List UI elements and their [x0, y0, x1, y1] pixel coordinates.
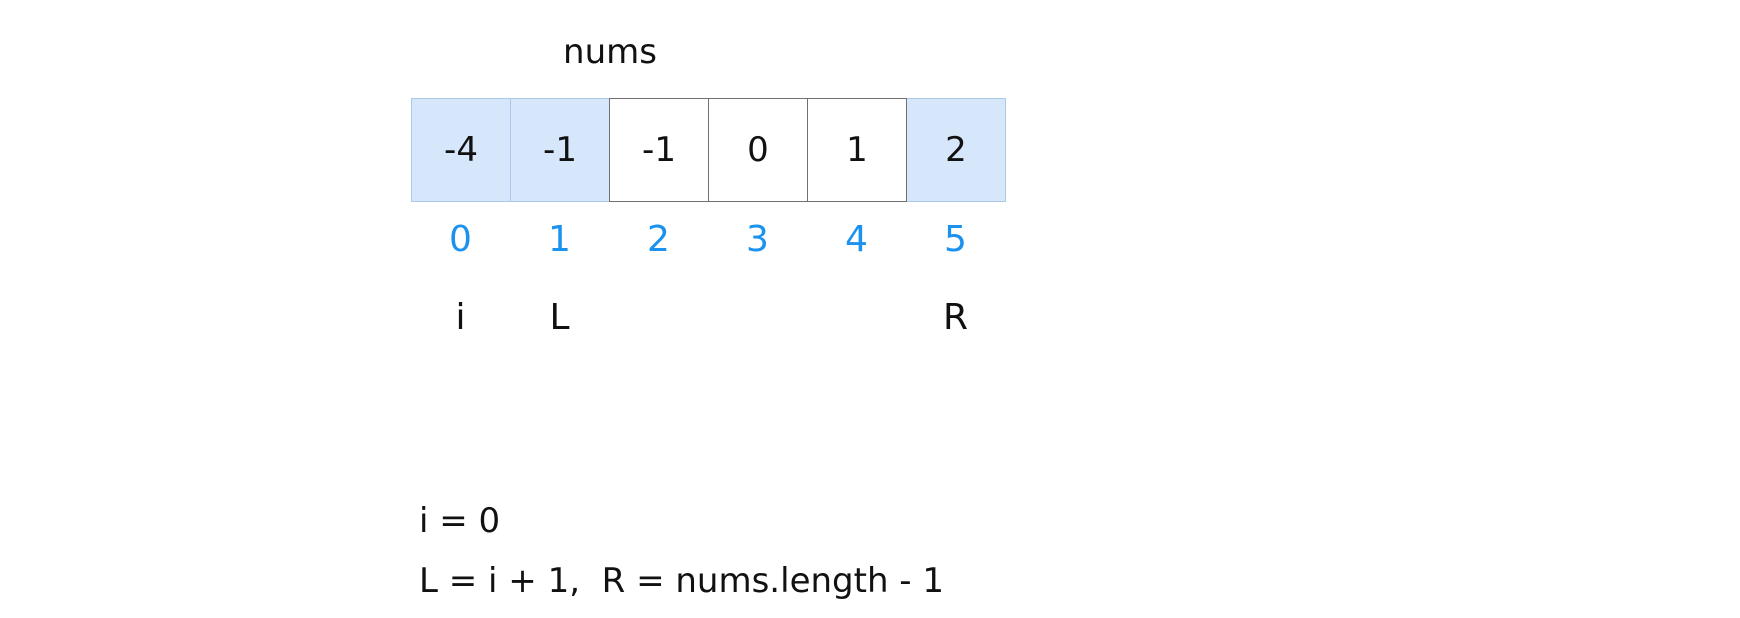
array-cell-value: 0: [747, 130, 769, 170]
index-row: 0 1 2 3 4 5: [411, 216, 1005, 264]
pointer-row: i L R: [411, 294, 1005, 342]
pointer-label-empty: [807, 294, 906, 342]
array-cell-1: -1: [510, 98, 610, 202]
pointer-label-empty: [708, 294, 807, 342]
array-cell-value: 1: [846, 130, 868, 170]
array-cell-0: -4: [411, 98, 511, 202]
array-cell-value: 2: [945, 130, 967, 170]
explanation-line-1: i = 0: [419, 501, 501, 541]
array-cell-3: 0: [708, 98, 808, 202]
index-label-4: 4: [845, 219, 868, 260]
pointer-label-empty: [609, 294, 708, 342]
explanation-line-2: L = i + 1, R = nums.length - 1: [419, 561, 945, 601]
index-label-5: 5: [944, 219, 967, 260]
array-title: nums: [563, 32, 657, 72]
pointer-label-L: L: [549, 297, 570, 338]
index-label-3: 3: [746, 219, 769, 260]
pointer-label-R: R: [942, 297, 968, 338]
array-cell-5: 2: [906, 98, 1006, 202]
index-label-2: 2: [647, 219, 670, 260]
array-cell-4: 1: [807, 98, 907, 202]
array-cell-2: -1: [609, 98, 709, 202]
array-row: -4 -1 -1 0 1 2: [411, 98, 1006, 202]
array-cell-value: -4: [444, 130, 478, 170]
index-label-1: 1: [548, 219, 571, 260]
index-label-0: 0: [449, 219, 472, 260]
array-cell-value: -1: [642, 130, 676, 170]
pointer-label-i: i: [455, 297, 466, 338]
array-cell-value: -1: [543, 130, 577, 170]
